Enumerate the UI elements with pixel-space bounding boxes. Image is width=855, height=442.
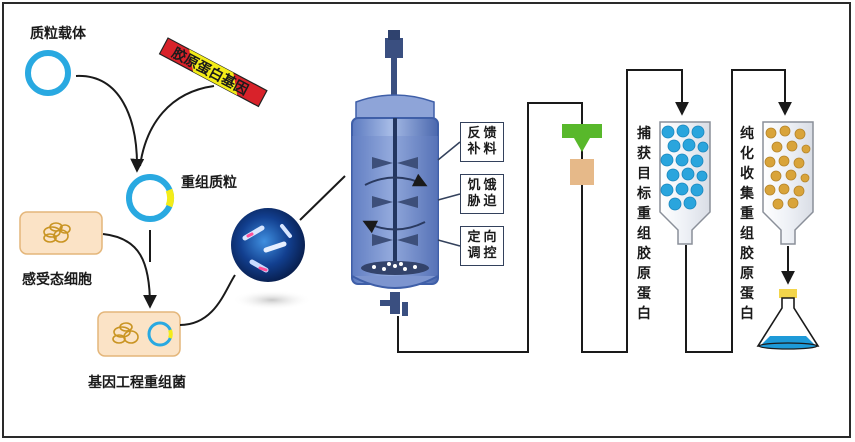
arrow-plasmid-to-recombinant xyxy=(75,74,145,173)
recombinant-plasmid-insert xyxy=(165,188,175,208)
plasmid-vector-label: 质粒载体 xyxy=(30,26,86,42)
engineered-bacteria-insert xyxy=(168,329,173,339)
bacteria-rods xyxy=(242,224,292,273)
collagen-gene-bar xyxy=(158,37,268,108)
engineered-bacteria-cell xyxy=(97,311,181,357)
tank-label-link-1 xyxy=(437,141,461,161)
competent-cell-label: 感受态细胞 xyxy=(22,272,92,288)
sphere-shadow xyxy=(232,290,312,310)
connector-sphere-tank xyxy=(299,175,346,221)
engineered-bacteria-dna xyxy=(112,322,139,344)
plasmid-vector-ring xyxy=(25,50,71,96)
directed-control-box: 定向 调控 xyxy=(460,226,504,266)
capture-column xyxy=(659,121,711,245)
purify-column xyxy=(762,121,814,245)
starvation-stress-line-1: 饥饿 xyxy=(467,178,500,193)
directed-control-line-1: 定向 xyxy=(467,230,500,245)
connector-bacteria-sphere xyxy=(179,274,236,326)
green-filter xyxy=(562,124,602,185)
starvation-stress-box: 饥饿 胁迫 xyxy=(460,174,504,214)
recombinant-plasmid-ring xyxy=(126,174,174,222)
feedback-feeding-line-2: 补料 xyxy=(467,142,500,157)
competent-cell-dna xyxy=(43,222,71,243)
bioreactor xyxy=(351,30,439,316)
feedback-feeding-box: 反馈 补料 xyxy=(460,122,504,162)
collection-flask xyxy=(756,289,820,350)
starvation-stress-line-2: 胁迫 xyxy=(467,194,500,209)
culture-sphere xyxy=(231,208,305,282)
recombinant-plasmid-label: 重组质粒 xyxy=(181,175,237,191)
arrow-cell-to-bacteria xyxy=(102,233,157,309)
competent-cell xyxy=(19,211,103,255)
tank-label-link-2 xyxy=(437,193,461,201)
feedback-feeding-line-1: 反馈 xyxy=(467,126,500,141)
pipe-filter-to-capture xyxy=(581,69,689,353)
pipe-tank-to-filter xyxy=(397,102,583,353)
pipe-capture-to-purify xyxy=(685,69,792,353)
engineered-bacteria-label: 基因工程重组菌 xyxy=(88,375,186,391)
tank-label-link-3 xyxy=(437,239,461,247)
purify-label: 纯化收集重组胶原蛋白 xyxy=(740,126,754,322)
arrow-gene-to-recombinant xyxy=(139,85,215,167)
directed-control-line-2: 调控 xyxy=(467,246,500,261)
capture-label: 捕获目标重组胶原蛋白 xyxy=(637,126,651,322)
